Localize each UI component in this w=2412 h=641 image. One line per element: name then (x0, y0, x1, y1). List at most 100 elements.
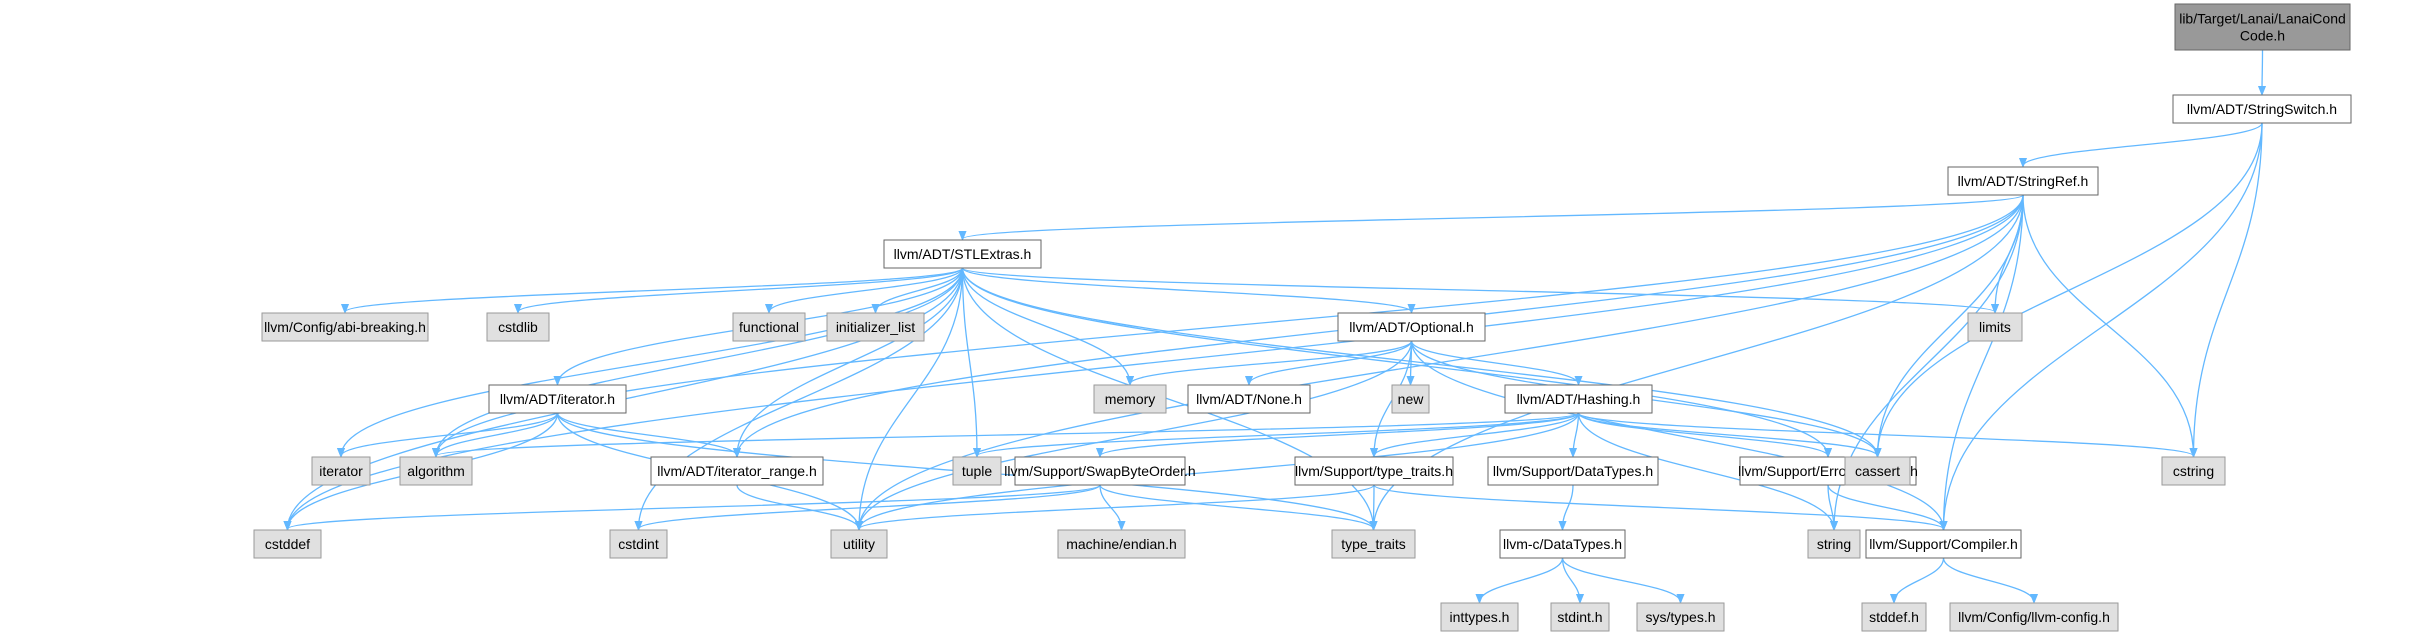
node-label: llvm/ADT/Hashing.h (1517, 391, 1641, 407)
edge-hashing-to-errorhandling (1577, 412, 1829, 456)
edge-errorhandling-to-string (1827, 484, 1834, 529)
edge-c_datatypes-to-inttypes (1480, 557, 1564, 602)
node-memory: memory (1093, 384, 1167, 414)
edge-stringswitch-to-cstring (2194, 122, 2263, 456)
node-label: cstring (2173, 463, 2214, 479)
edge-root-to-stringswitch (2262, 49, 2263, 94)
edge-hashing-to-datatypes_support (1573, 412, 1580, 456)
edge-stringref-to-cstddef (288, 194, 2024, 529)
node-label: new (1398, 391, 1425, 407)
node-utility: utility (830, 529, 888, 559)
node-box (1391, 384, 1430, 414)
node-tuple: tuple (952, 456, 1002, 486)
node-box (732, 312, 806, 342)
node-stlextras[interactable]: llvm/ADT/STLExtras.h (883, 239, 1042, 269)
node-box (1499, 529, 1626, 559)
edge-compiler-to-llvm_config (1942, 557, 2035, 602)
node-swapbyteorder[interactable]: llvm/Support/SwapByteOrder.h (1004, 456, 1196, 486)
node-label: functional (739, 319, 799, 335)
node-sys-types: sys/types.h (1636, 602, 1725, 632)
edge-stlextras-to-limits (961, 267, 1996, 312)
node-label: iterator (319, 463, 363, 479)
node-label: llvm/ADT/StringRef.h (1958, 173, 2089, 189)
node-new: new (1391, 384, 1430, 414)
node-label: memory (1105, 391, 1156, 407)
node-box (1949, 602, 2119, 632)
node-label: limits (1979, 319, 2011, 335)
node-box (609, 529, 668, 559)
node-box (1844, 456, 1911, 486)
edge-optional-to-none (1249, 340, 1413, 384)
node-box (1487, 456, 1659, 486)
node-label: stdint.h (1557, 609, 1602, 625)
node-box (253, 529, 322, 559)
node-box (486, 312, 550, 342)
node-label: llvm/Support/DataTypes.h (1493, 463, 1653, 479)
node-box (1294, 456, 1454, 486)
node-optional[interactable]: llvm/ADT/Optional.h (1337, 312, 1486, 342)
edge-iterator_h-to-iterator (341, 412, 559, 456)
edge-swapbyteorder-to-type_traits (1099, 484, 1374, 529)
node-box (2161, 456, 2226, 486)
edge-stlextras-to-cstdlib (518, 267, 964, 312)
node-type-traits-h[interactable]: llvm/Support/type_traits.h (1294, 456, 1454, 486)
node-type-traits: type_traits (1331, 529, 1416, 559)
node-box (261, 312, 429, 342)
node-llvm-config: llvm/Config/llvm-config.h (1949, 602, 2119, 632)
node-label: sys/types.h (1645, 609, 1715, 625)
node-stringswitch[interactable]: llvm/ADT/StringSwitch.h (2172, 94, 2352, 124)
edge-stringswitch-to-cassert (1878, 122, 2263, 456)
edge-stringref-to-stlextras (963, 194, 2024, 239)
node-compiler[interactable]: llvm/Support/Compiler.h (1865, 529, 2022, 559)
node-initializer-list: initializer_list (826, 312, 925, 342)
node-label: llvm/Support/type_traits.h (1295, 463, 1453, 479)
edges-layer (288, 49, 2263, 602)
node-label: utility (843, 536, 875, 552)
node-label: machine/endian.h (1066, 536, 1177, 552)
node-box (826, 312, 925, 342)
node-label: Code.h (2240, 28, 2285, 44)
node-label: tuple (962, 463, 993, 479)
node-limits: limits (1967, 312, 2023, 342)
node-box (1504, 384, 1653, 414)
node-label: llvm/ADT/iterator.h (500, 391, 615, 407)
node-box (2172, 94, 2352, 124)
edge-hashing-to-cstring (1577, 412, 2194, 456)
edge-stlextras-to-iterator_range (737, 267, 964, 456)
node-label: stddef.h (1869, 609, 1919, 625)
node-box (1057, 529, 1186, 559)
edge-stringref-to-type_traits (1374, 194, 2024, 529)
edge-type_traits_h-to-type_traits (1374, 484, 1375, 529)
node-box (1550, 602, 1610, 632)
node-label: llvm/ADT/Optional.h (1349, 319, 1473, 335)
node-iterator: iterator (311, 456, 371, 486)
node-hashing[interactable]: llvm/ADT/Hashing.h (1504, 384, 1653, 414)
node-inttypes: inttypes.h (1440, 602, 1519, 632)
node-stddef: stddef.h (1861, 602, 1927, 632)
node-datatypes-support[interactable]: llvm/Support/DataTypes.h (1487, 456, 1659, 486)
node-label: llvm/Config/abi-breaking.h (264, 319, 426, 335)
node-box (2174, 3, 2351, 51)
node-box (1967, 312, 2023, 342)
node-iterator-h[interactable]: llvm/ADT/iterator.h (488, 384, 627, 414)
edge-swapbyteorder-to-cstddef (288, 484, 1101, 529)
node-box (830, 529, 888, 559)
node-label: algorithm (407, 463, 465, 479)
edge-iterator_h-to-algorithm (436, 412, 559, 456)
edge-stringswitch-to-stringref (2023, 122, 2263, 166)
edge-optional-to-memory (1130, 340, 1413, 384)
node-c-datatypes[interactable]: llvm-c/DataTypes.h (1499, 529, 1626, 559)
edge-iterator_h-to-iterator_range (556, 412, 738, 456)
node-iterator-range[interactable]: llvm/ADT/iterator_range.h (650, 456, 824, 486)
node-box (399, 456, 473, 486)
edge-stringswitch-to-compiler (1944, 122, 2263, 529)
edge-hashing-to-algorithm (436, 412, 1580, 456)
node-box (311, 456, 371, 486)
node-none[interactable]: llvm/ADT/None.h (1187, 384, 1311, 414)
node-label: initializer_list (836, 319, 915, 335)
edge-hashing-to-swapbyteorder (1100, 412, 1580, 456)
node-stringref[interactable]: llvm/ADT/StringRef.h (1947, 166, 2099, 196)
edge-stringref-to-cassert (1878, 194, 2024, 456)
edge-hashing-to-cassert (1577, 412, 1878, 456)
